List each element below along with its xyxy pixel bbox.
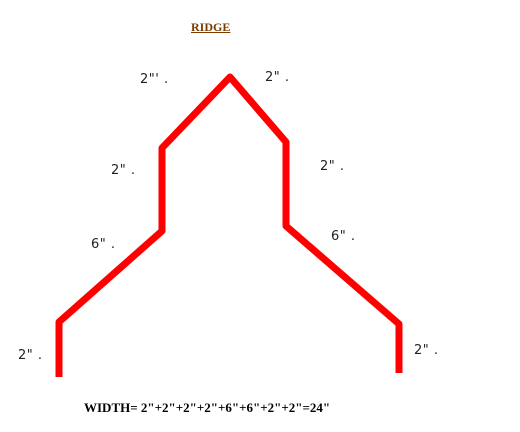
dimension-label-bottom-right: 2" . bbox=[414, 343, 439, 358]
width-formula: WIDTH= 2"+2"+2"+2"+6"+6"+2"+2"=24" bbox=[84, 400, 331, 415]
dimension-label-lower-right: 6" . bbox=[331, 229, 356, 244]
dimension-label-upper-left: 2"' . bbox=[140, 72, 169, 87]
ridge-title: RIDGE bbox=[191, 20, 231, 34]
dimension-label-upper-right: 2" . bbox=[265, 70, 290, 85]
dimension-label-mid-right: 2" . bbox=[320, 159, 345, 174]
ridge-profile-line bbox=[55, 73, 403, 377]
dimension-label-lower-left: 6" . bbox=[91, 237, 116, 252]
dimension-label-mid-left: 2" . bbox=[111, 163, 136, 178]
dimension-label-bottom-left: 2" . bbox=[18, 348, 43, 363]
